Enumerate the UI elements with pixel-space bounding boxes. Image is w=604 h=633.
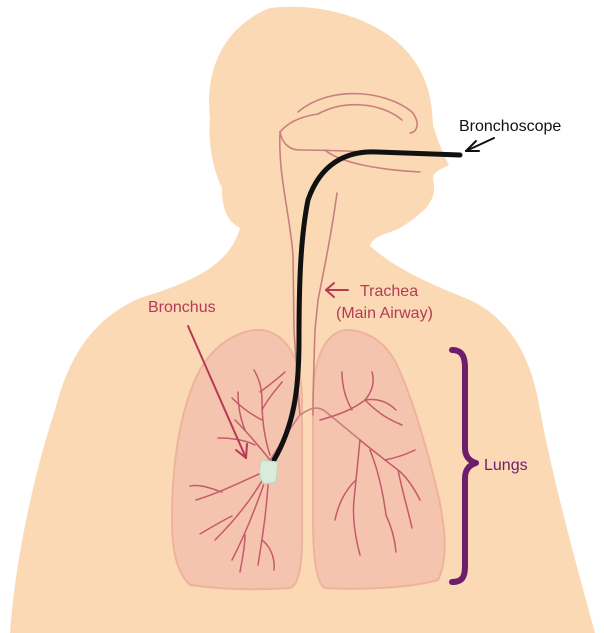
trachea-label: Trachea [360,283,418,300]
bronchoscope-tip [260,460,278,484]
lungs-label: Lungs [484,457,528,474]
bronchoscope-label: Bronchoscope [459,118,561,135]
bronchus-label: Bronchus [148,299,216,316]
bronchoscope-arrow-icon [466,138,494,151]
main-airway-label: (Main Airway) [336,305,433,322]
